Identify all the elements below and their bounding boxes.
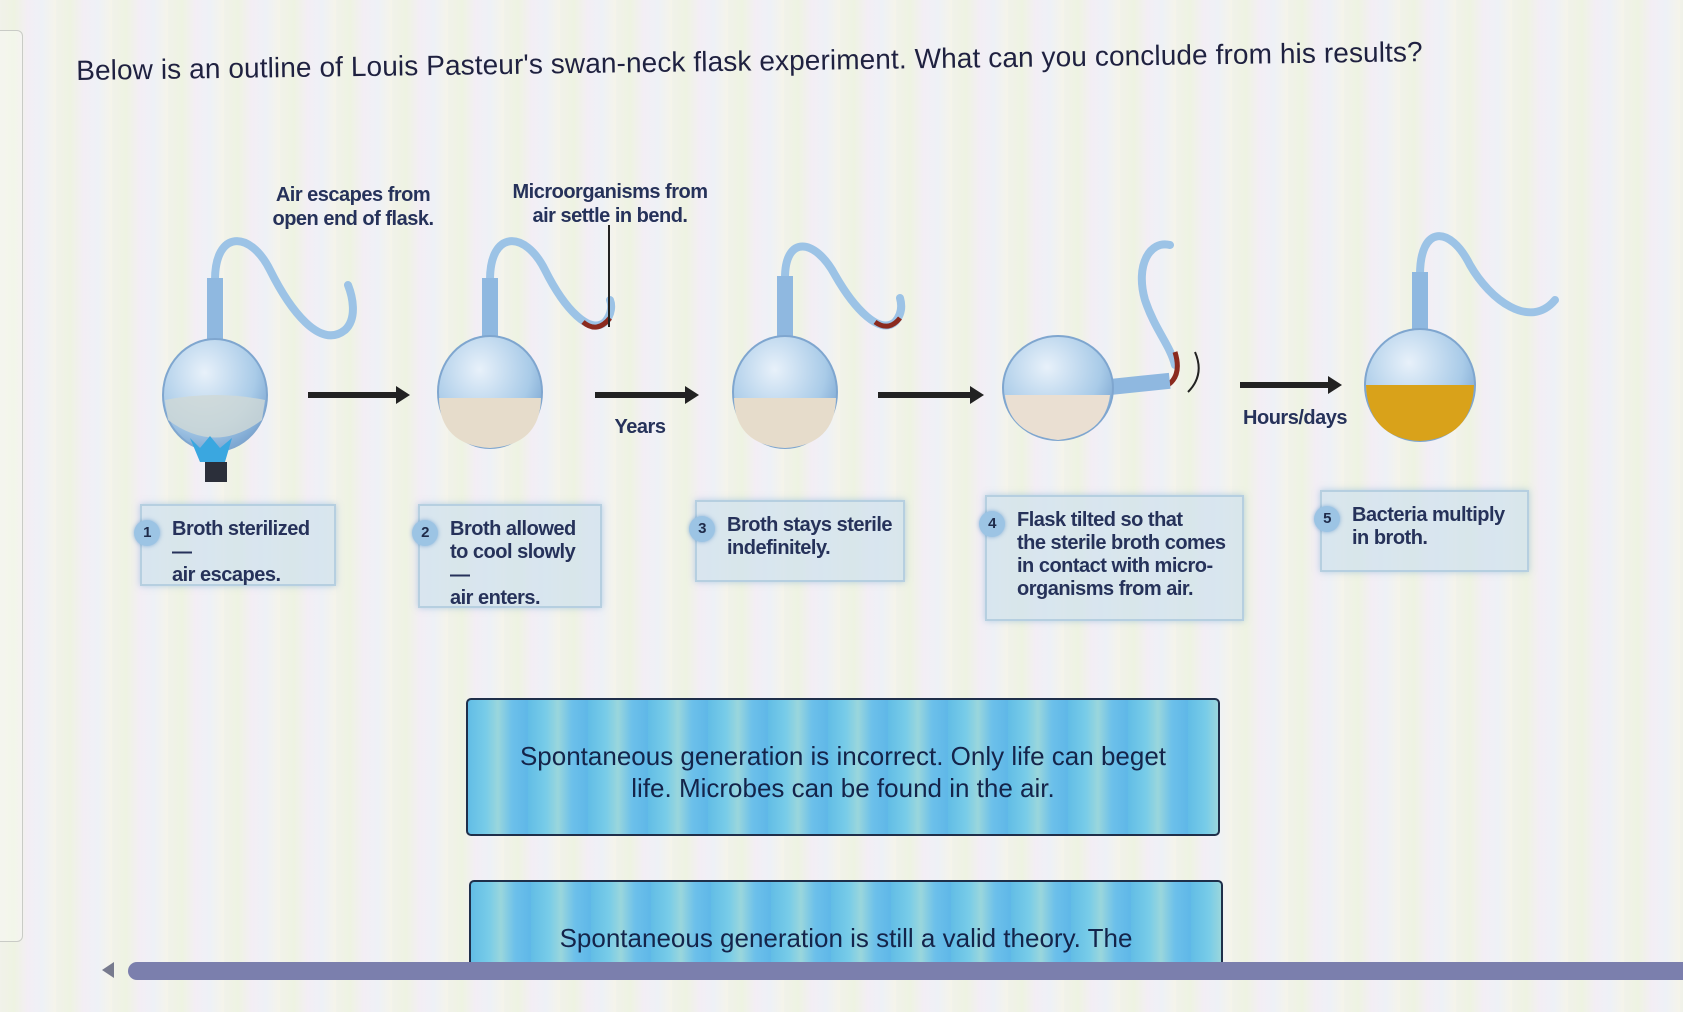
flask-2-cooling [437, 237, 616, 449]
annotation-microorganisms-settle: Microorganisms from air settle in bend. [512, 181, 708, 227]
step-2-text: Broth allowed to cool slowly— air enters… [450, 518, 576, 609]
flask-4-tilted [1002, 240, 1200, 441]
annotation-air-escapes: Air escapes from open end of flask. [272, 184, 434, 230]
flask-diagram-icon [162, 225, 1559, 482]
panel-left-edge [0, 30, 23, 942]
step-3-box: 3 Broth stays sterile indefinitely. [689, 500, 905, 582]
arrow-2-icon [595, 386, 699, 404]
arrow-4-icon [1240, 376, 1342, 394]
step-3-text: Broth stays sterile indefinitely. [727, 514, 893, 559]
step-4-text: Flask tilted so that the sterile broth c… [1017, 509, 1226, 600]
arrow-3-icon [878, 386, 984, 404]
step-2-number: 2 [412, 520, 438, 546]
flask-1-boiling [162, 237, 357, 482]
step-5-box: 5 Bacteria multiply in broth. [1314, 490, 1529, 572]
answer-option-1[interactable]: Spontaneous generation is incorrect. Onl… [466, 698, 1220, 836]
step-1-number: 1 [134, 520, 160, 546]
step-4-number: 4 [979, 511, 1005, 537]
arrow-1-icon [308, 386, 410, 404]
step-4-box: 4 Flask tilted so that the sterile broth… [979, 495, 1244, 621]
step-5-text: Bacteria multiply in broth. [1352, 504, 1505, 549]
step-1-box: 1 Broth sterilized— air escapes. [134, 504, 336, 586]
answer-option-2-line1: Spontaneous generation is still a valid … [559, 923, 1133, 953]
scroll-left-arrow-icon[interactable] [102, 962, 114, 978]
flask-5-contaminated [1364, 232, 1559, 442]
step-1-text: Broth sterilized— air escapes. [172, 518, 310, 586]
arrow-label-hours-days: Hours/days [1243, 407, 1347, 429]
step-3-number: 3 [689, 516, 715, 542]
flask-3-sterile [732, 242, 906, 449]
answer-option-1-line2: life. Microbes can be found in the air. [631, 773, 1055, 803]
arrow-label-years: Years [614, 416, 666, 438]
answer-option-2[interactable]: Spontaneous generation is still a valid … [469, 880, 1223, 962]
step-5-number: 5 [1314, 506, 1340, 532]
swan-neck-flask-figure: Air escapes from open end of flask. Micr… [134, 181, 1559, 621]
horizontal-scrollbar[interactable] [128, 962, 1683, 980]
answer-option-1-line1: Spontaneous generation is incorrect. Onl… [519, 741, 1167, 771]
step-2-box: 2 Broth allowed to cool slowly— air ente… [412, 504, 602, 609]
